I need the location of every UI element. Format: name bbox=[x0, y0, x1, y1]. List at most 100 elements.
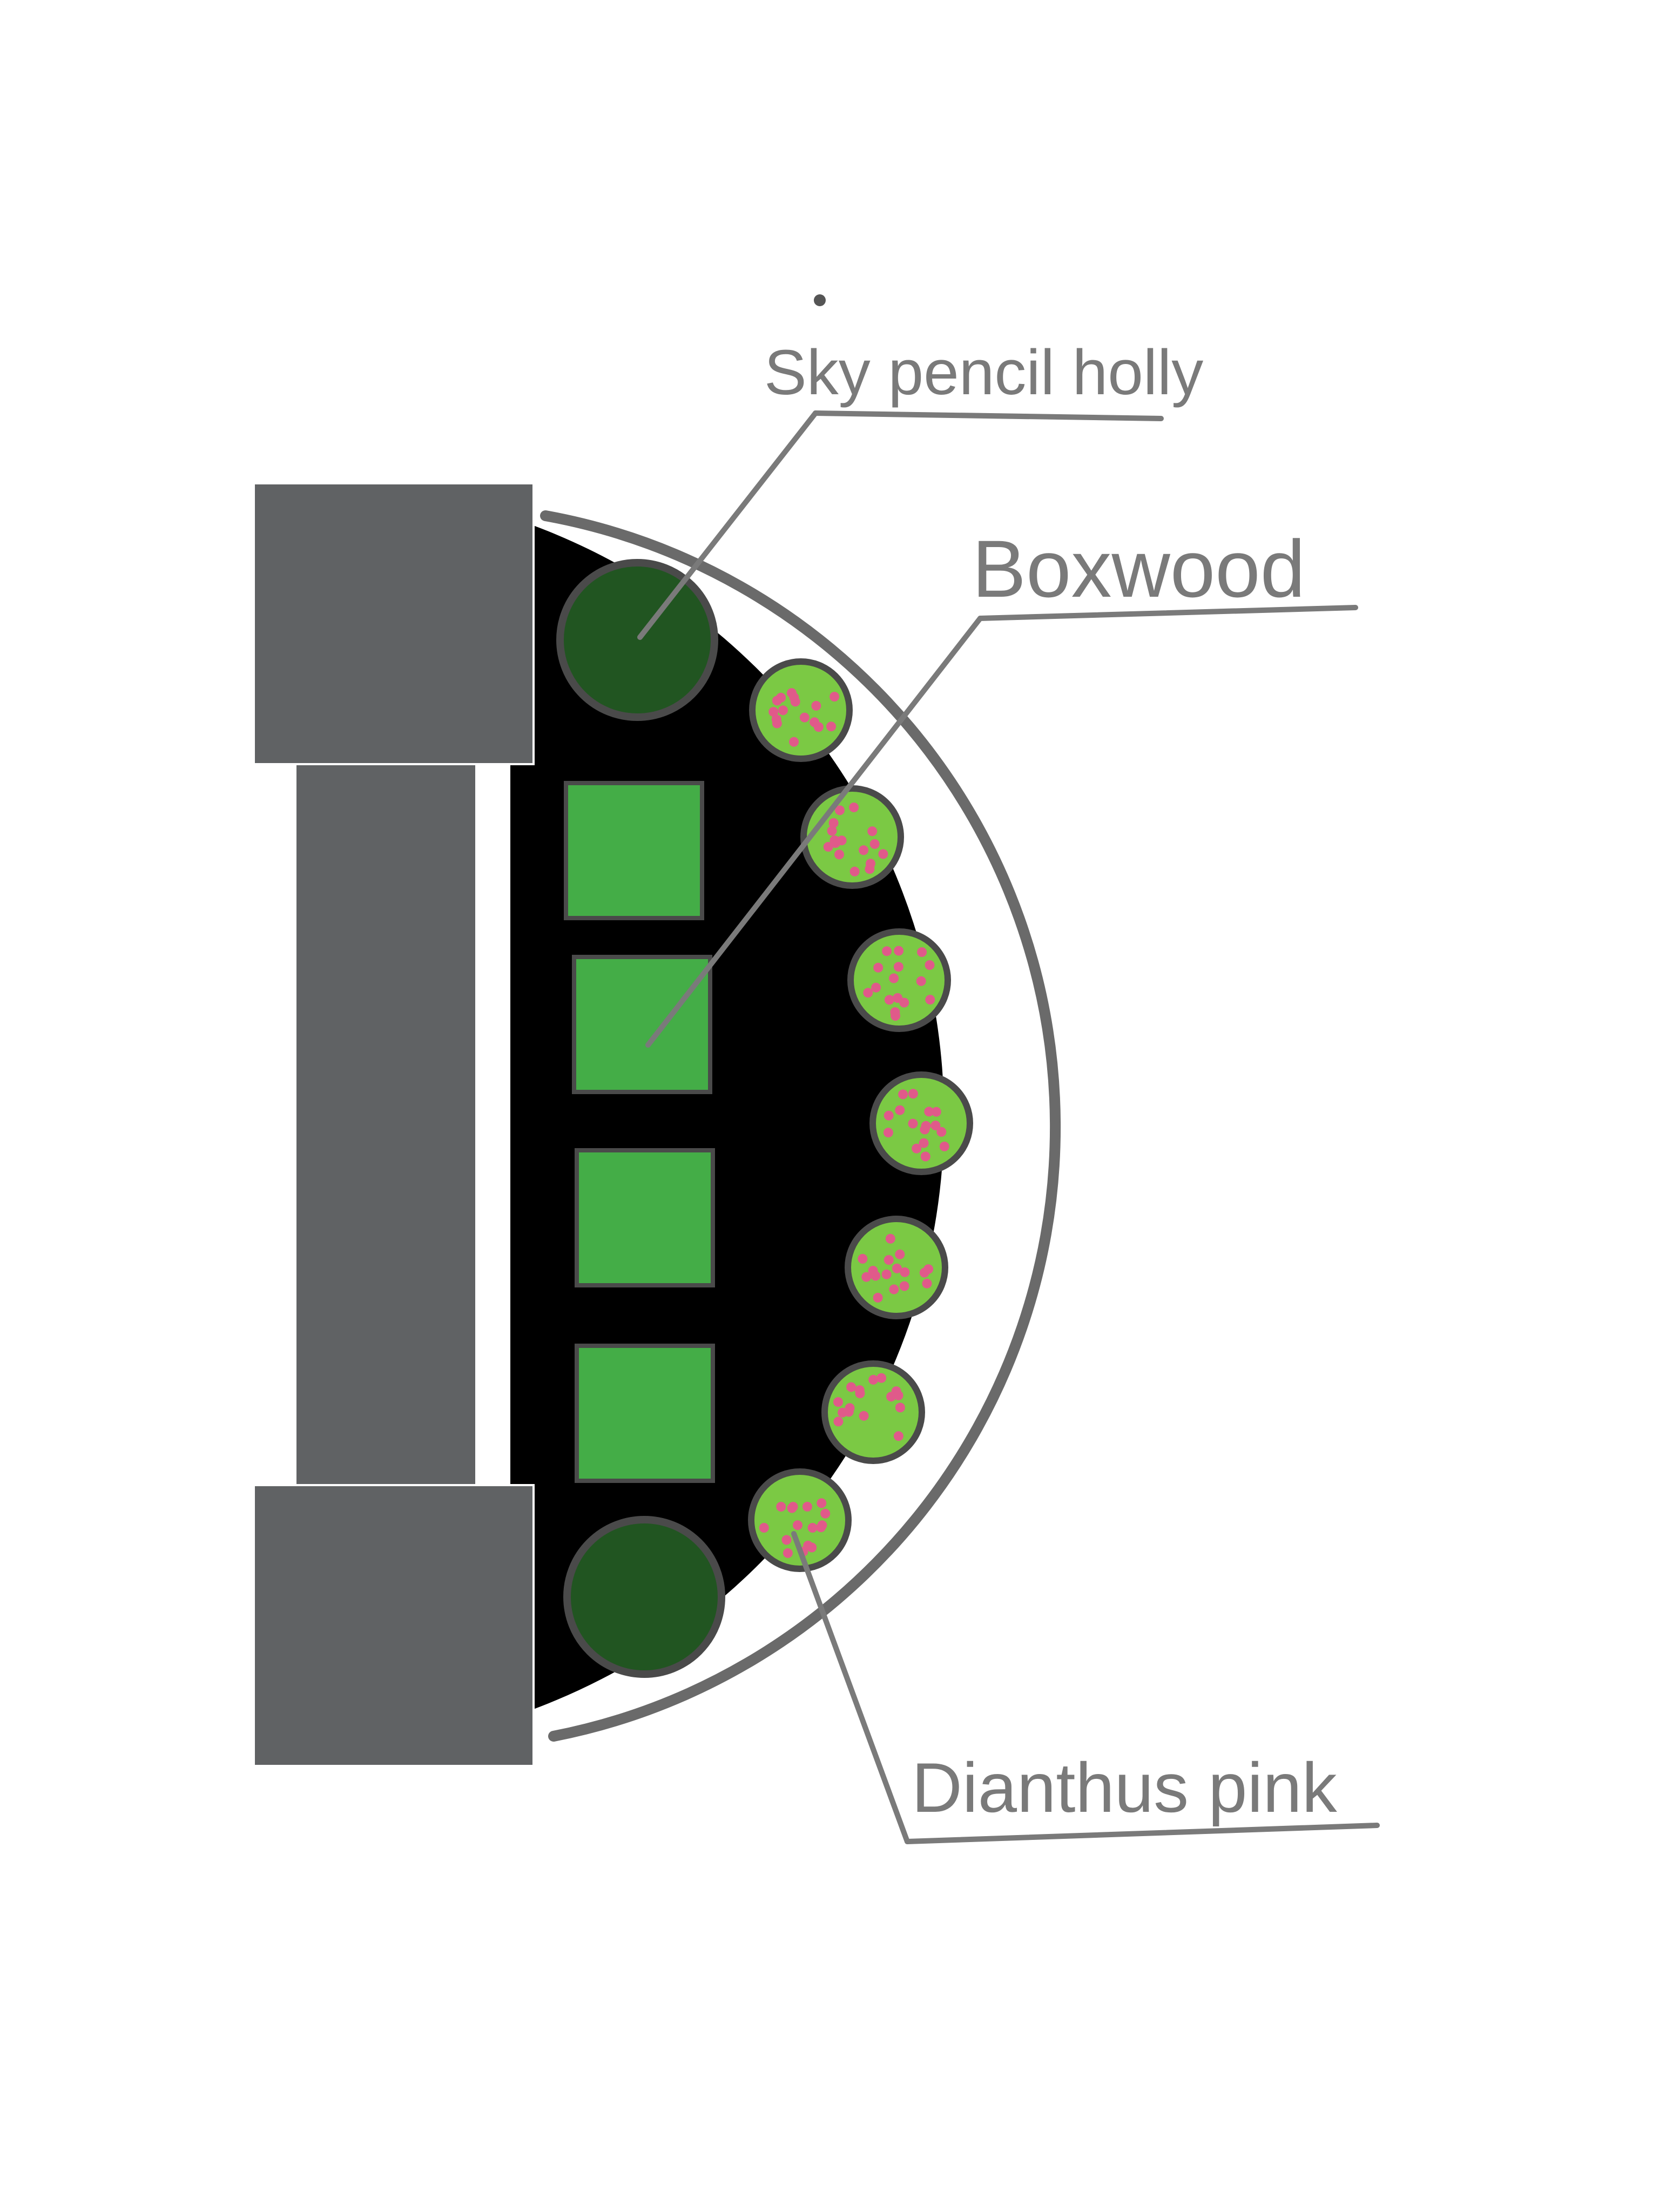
dianthus-flower-dot bbox=[772, 696, 782, 706]
dianthus-flower-dot bbox=[920, 1151, 930, 1162]
dianthus-icon bbox=[749, 658, 853, 762]
dianthus-flower-dot bbox=[859, 1411, 869, 1421]
dianthus-flower-dot bbox=[885, 1233, 895, 1244]
dianthus-flower-dot bbox=[876, 1373, 887, 1383]
dianthus-flower-dot bbox=[895, 1402, 905, 1413]
dianthus-flower-dot bbox=[861, 1272, 872, 1282]
dianthus-flower-dot bbox=[917, 947, 927, 957]
hardscape bbox=[253, 482, 535, 1767]
dianthus-flower-dot bbox=[817, 1498, 827, 1508]
dianthus-flower-dot bbox=[830, 692, 840, 702]
dianthus-flower-dot bbox=[830, 835, 840, 845]
dianthus-flower-dot bbox=[924, 1107, 934, 1117]
dianthus-flower-dot bbox=[900, 1267, 910, 1277]
dianthus-flower-dot bbox=[873, 962, 884, 973]
dianthus-flower-dot bbox=[827, 826, 837, 836]
dianthus-pink-label: Dianthus pink bbox=[912, 1748, 1338, 1827]
dianthus-flower-dot bbox=[895, 1105, 905, 1115]
dianthus-flower-dot bbox=[899, 997, 909, 1008]
dianthus-flower-dot bbox=[895, 1249, 905, 1259]
dianthus-flower-dot bbox=[859, 845, 869, 855]
dianthus-flower-dot bbox=[837, 835, 847, 846]
dianthus-flower-dot bbox=[823, 842, 833, 852]
dianthus-icon bbox=[748, 1468, 852, 1572]
dianthus-flower-dot bbox=[867, 826, 878, 837]
dianthus-flower-dot bbox=[863, 988, 873, 998]
dianthus-flower-dot bbox=[899, 1281, 909, 1291]
dianthus-flower-dot bbox=[912, 1143, 922, 1154]
dianthus-flower-dot bbox=[889, 1284, 899, 1294]
dianthus-flower-dot bbox=[922, 1278, 932, 1289]
dianthus-label-underline bbox=[905, 1823, 1380, 1844]
dianthus-flower-dot bbox=[788, 1502, 798, 1512]
boxwood-label: Boxwood bbox=[972, 523, 1305, 614]
dianthus-flower-dot bbox=[894, 946, 904, 956]
dianthus-flower-dot bbox=[799, 712, 810, 723]
dianthus-flower-dot bbox=[891, 1011, 900, 1021]
boxwood-leader-line bbox=[645, 616, 983, 1048]
dianthus-flower-dot bbox=[828, 818, 839, 828]
dianthus-flower-dot bbox=[908, 1118, 918, 1129]
dianthus-flower-dot bbox=[871, 982, 881, 993]
dianthus-flower-dot bbox=[807, 1542, 817, 1553]
leader-lines bbox=[637, 410, 1380, 1844]
dianthus-flower-dot bbox=[802, 1501, 812, 1512]
boxwood-plants bbox=[564, 781, 715, 1483]
dianthus-flower-dot bbox=[908, 1089, 918, 1099]
wall bbox=[294, 758, 477, 1497]
dianthus-flower-dot bbox=[889, 973, 899, 983]
dianthus-flower-dot bbox=[919, 1138, 929, 1148]
dianthus-flower-dot bbox=[925, 960, 935, 970]
dianthus-flower-dot bbox=[835, 805, 845, 815]
dianthus-flower-dot bbox=[866, 859, 875, 869]
dianthus-flower-dot bbox=[892, 1263, 902, 1273]
dianthus-flower-dot bbox=[813, 722, 824, 732]
holly-plants bbox=[556, 559, 725, 1678]
dianthus-flower-dot bbox=[930, 1121, 941, 1131]
dianthus-flower-dot bbox=[858, 1253, 868, 1264]
dianthus-flower-dot bbox=[768, 707, 779, 717]
dianthus-flower-dot bbox=[936, 1127, 947, 1137]
dianthus-flower-dot bbox=[826, 721, 837, 732]
dianthus-flower-dot bbox=[833, 1417, 844, 1427]
dianthus-flower-dot bbox=[807, 1523, 818, 1533]
dianthus-flower-dot bbox=[849, 802, 859, 813]
dianthus-flower-dot bbox=[789, 737, 799, 747]
dianthus-flower-dot bbox=[855, 1388, 865, 1399]
pillar-top bbox=[253, 482, 535, 765]
boxwood-icon bbox=[575, 1148, 715, 1287]
dianthus-flower-dot bbox=[921, 1121, 931, 1131]
dianthus-flower-dot bbox=[884, 1110, 894, 1121]
dianthus-flower-dot bbox=[882, 946, 892, 956]
dianthus-flower-dot bbox=[811, 700, 821, 711]
dianthus-flower-dot bbox=[834, 849, 844, 860]
stray-dot bbox=[814, 294, 826, 306]
dianthus-flower-dot bbox=[793, 1520, 802, 1530]
dianthus-flower-dot bbox=[772, 718, 782, 729]
dianthus-flower-dot bbox=[868, 1374, 879, 1385]
dianthus-flower-dot bbox=[787, 688, 797, 698]
boxwood-icon bbox=[572, 955, 712, 1094]
dianthus-flower-dot bbox=[884, 995, 894, 1005]
dianthus-flower-dot bbox=[869, 839, 880, 849]
dianthus-flower-dot bbox=[873, 1292, 883, 1303]
dianthus-flower-dot bbox=[759, 1523, 769, 1533]
dianthus-flower-dot bbox=[891, 1386, 901, 1397]
boxwood-label-underline bbox=[977, 605, 1358, 621]
dianthus-flower-dot bbox=[919, 1267, 929, 1278]
dianthus-flower-dot bbox=[817, 1520, 827, 1530]
dianthus-flower-dot bbox=[898, 1089, 908, 1100]
dianthus-flower-dot bbox=[939, 1141, 949, 1151]
dianthus-flower-dot bbox=[884, 1255, 894, 1265]
holly-leader-line bbox=[637, 410, 818, 640]
holly-icon bbox=[563, 1516, 725, 1678]
dianthus-flower-dot bbox=[781, 1535, 792, 1545]
dianthus-flower-dot bbox=[820, 1508, 831, 1519]
dianthus-flower-dot bbox=[878, 849, 888, 859]
dianthus-flower-dot bbox=[833, 1397, 843, 1407]
dianthus-flower-dot bbox=[893, 1431, 903, 1441]
dianthus-flower-dot bbox=[931, 1107, 941, 1117]
sky-pencil-holly-label: Sky pencil holly bbox=[764, 337, 1203, 408]
dianthus-flower-dot bbox=[844, 1407, 854, 1417]
